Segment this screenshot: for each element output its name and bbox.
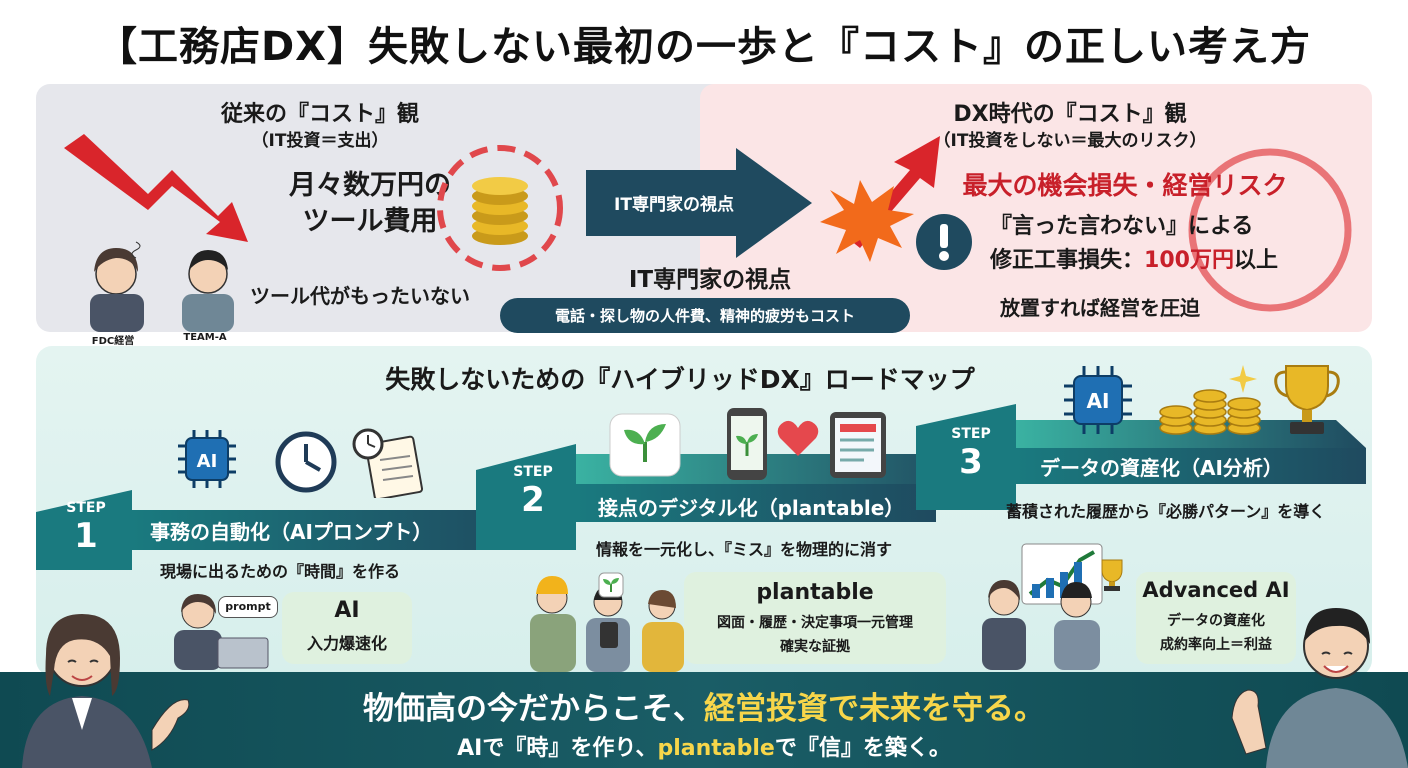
step1-number: 1 bbox=[74, 516, 98, 556]
plantable-bubble-body2: 確実な証拠 bbox=[780, 639, 850, 655]
step1-label: STEP bbox=[66, 500, 106, 516]
footer-banner bbox=[0, 672, 1408, 768]
traditional-cost-heading: 従来の『コスト』観 bbox=[220, 102, 419, 127]
said-not-said-text: 『言った言わない』による bbox=[990, 214, 1254, 239]
growth-team-illustration bbox=[982, 543, 1103, 670]
advanced-ai-body1: データの資産化 bbox=[1167, 613, 1265, 629]
person2-label: TEAM-A bbox=[183, 332, 227, 343]
page-title: 【工務店DX】失敗しない最初の一歩と『コスト』の正しい考え方 bbox=[96, 24, 1312, 70]
tool-cost-line2: ツール費用 bbox=[302, 206, 438, 237]
step3-desc: 蓄積された履歴から『必勝パターン』を導く bbox=[1006, 502, 1326, 521]
step2-title: 接点のデジタル化（plantable） bbox=[598, 496, 905, 520]
sprout-badge-icon bbox=[598, 572, 624, 598]
advanced-ai-title: Advanced AI bbox=[1142, 578, 1290, 602]
prompt-speech-bubble: prompt bbox=[218, 596, 278, 618]
rework-loss-prefix: 修正工事損失： bbox=[990, 248, 1145, 273]
ai-chip-icon-large: AI bbox=[1064, 366, 1132, 434]
traditional-cost-subheading: （IT投資＝支出） bbox=[251, 131, 389, 151]
step3-label: STEP bbox=[951, 426, 991, 442]
footer-headline-highlight: 経営投資で未来を守る。 bbox=[704, 691, 1045, 727]
svg-text:AI: AI bbox=[1087, 389, 1110, 413]
rising-arrow-icon bbox=[820, 136, 940, 262]
declining-arrow-icon bbox=[64, 134, 248, 242]
footer-subline: AIで『時』を作り、plantableで『信』を築く。 bbox=[0, 730, 1408, 762]
rework-loss-text: 修正工事損失：100万円以上 bbox=[990, 242, 1350, 274]
footer-subline-highlight: plantable bbox=[657, 736, 775, 761]
it-expert-heading: IT専門家の視点 bbox=[628, 267, 792, 293]
person1-label: FDC経営 bbox=[91, 336, 135, 347]
ai-chip-icon: AI bbox=[178, 430, 236, 488]
dx-cost-subheading: （IT投資をしない＝最大のリスク） bbox=[933, 131, 1207, 151]
footer-headline: 物価高の今だからこそ、経営投資で未来を守る。 bbox=[0, 683, 1408, 728]
tool-cost-caption: ツール代がもったいない bbox=[250, 284, 470, 308]
svg-text:AI: AI bbox=[197, 451, 218, 472]
footer-subline-part1: AIで『時』を作り、 bbox=[457, 736, 658, 761]
coin-stacks-icon bbox=[1159, 389, 1261, 435]
step2-number: 2 bbox=[521, 480, 545, 520]
male-worker-presenter-avatar bbox=[1231, 608, 1408, 768]
document-clock-icon bbox=[352, 428, 424, 498]
clock-icon bbox=[275, 431, 337, 493]
plantable-bubble-title: plantable bbox=[756, 580, 874, 605]
plantable-bubble-body1: 図面・履歴・決定事項一元管理 bbox=[717, 615, 913, 631]
exclamation-icon bbox=[916, 214, 972, 270]
roadmap-title: 失敗しないための『ハイブリッドDX』ロードマップ bbox=[385, 365, 975, 394]
rework-loss-amount: 100万円 bbox=[1144, 248, 1234, 273]
worried-manager-avatar bbox=[90, 241, 144, 332]
office-worker-laptop-avatar bbox=[174, 594, 269, 670]
plantable-bubble bbox=[684, 572, 946, 664]
sprout-icon bbox=[609, 413, 681, 477]
step1-title: 事務の自動化（AIプロンプト） bbox=[150, 520, 433, 544]
trophy-icon bbox=[1274, 365, 1340, 434]
footer-subline-part2: で『信』を築く。 bbox=[774, 736, 951, 761]
advanced-ai-body2: 成約率向上＝利益 bbox=[1160, 637, 1272, 653]
ai-bubble-body: 入力爆速化 bbox=[306, 634, 387, 653]
ai-bubble-title: AI bbox=[334, 598, 360, 623]
perspective-arrow-icon bbox=[586, 148, 812, 258]
step2-desc: 情報を一元化し、『ミス』を物理的に消す bbox=[596, 540, 893, 559]
step3-title: データの資産化（AI分析） bbox=[1040, 456, 1283, 480]
step2-label: STEP bbox=[513, 464, 553, 480]
tool-cost-line1: 月々数万円の bbox=[289, 170, 451, 201]
dx-cost-panel bbox=[700, 84, 1372, 332]
worried-worker-avatar bbox=[182, 250, 234, 332]
coins-icon bbox=[437, 145, 563, 271]
heart-icon bbox=[777, 420, 819, 456]
step3-number: 3 bbox=[959, 442, 983, 482]
small-trophy-icon bbox=[1101, 559, 1123, 591]
risk-circle-icon bbox=[1188, 148, 1352, 312]
smartphone-icon bbox=[727, 408, 767, 480]
opportunity-loss-text: 最大の機会損失・経営リスク bbox=[962, 171, 1288, 200]
advanced-ai-bubble bbox=[1136, 572, 1296, 664]
ai-speed-bubble bbox=[282, 592, 412, 664]
management-pressure-text: 放置すれば経営を圧迫 bbox=[1000, 296, 1200, 320]
perspective-arrow-label: IT専門家の視点 bbox=[614, 195, 734, 215]
rework-loss-suffix: 以上 bbox=[1233, 248, 1278, 273]
step1-desc: 現場に出るための『時間』を作る bbox=[160, 562, 401, 581]
tablet-icon bbox=[830, 412, 886, 478]
dx-cost-heading: DX時代の『コスト』観 bbox=[953, 102, 1187, 127]
sparkle-icon bbox=[1229, 365, 1257, 393]
female-presenter-avatar bbox=[22, 614, 190, 768]
footer-headline-prefix: 物価高の今だからこそ、 bbox=[363, 691, 704, 727]
hidden-cost-pill: 電話・探し物の人件費、精神的疲労もコスト bbox=[500, 298, 910, 333]
